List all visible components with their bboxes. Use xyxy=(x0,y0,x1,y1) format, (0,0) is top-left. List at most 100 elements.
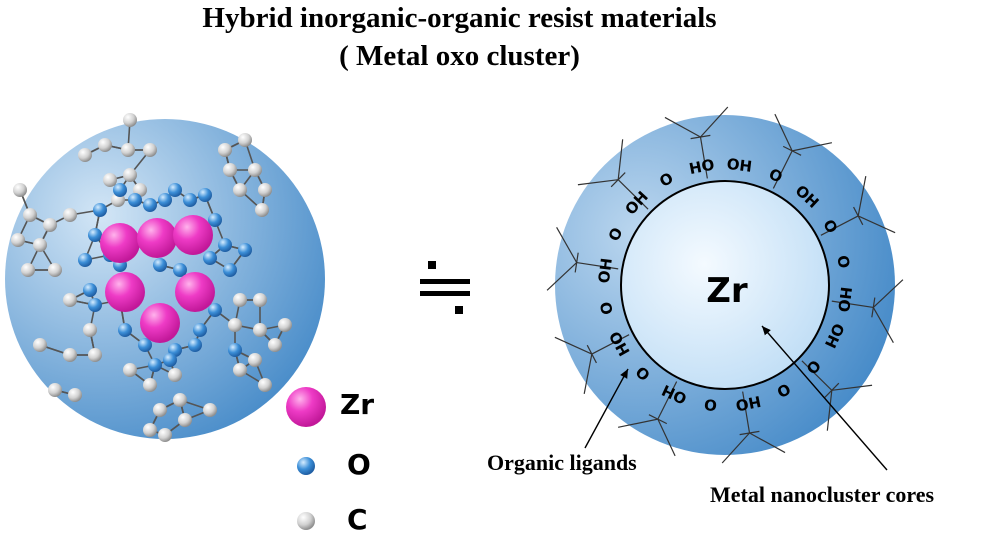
zirconium-atoms xyxy=(100,215,215,343)
carbon-atom xyxy=(178,413,192,427)
oxygen-atom xyxy=(118,323,132,337)
organic-ligands-caption: Organic ligands xyxy=(487,450,637,475)
carbon-atom xyxy=(253,323,267,337)
carbon-atom xyxy=(203,403,217,417)
title-line-1: Hybrid inorganic-organic resist material… xyxy=(202,2,717,34)
carbon-atom xyxy=(143,378,157,392)
carbon-atom xyxy=(143,423,157,437)
oxygen-atom xyxy=(78,253,92,267)
carbon-atom xyxy=(68,388,82,402)
carbon-atom xyxy=(223,163,237,177)
left-cluster-sphere xyxy=(5,119,325,439)
legend-zr-label: Zr xyxy=(340,388,375,421)
carbon-atom xyxy=(33,238,47,252)
ligand-label: O xyxy=(597,300,617,316)
legend-o-label: O xyxy=(347,448,371,481)
carbon-atom xyxy=(253,293,267,307)
oxygen-atom xyxy=(88,228,102,242)
oxygen-atom xyxy=(93,203,107,217)
legend-c-sphere xyxy=(297,512,315,530)
ligand-label: HO xyxy=(688,155,716,178)
ligands-arrow xyxy=(584,368,629,449)
left-cluster xyxy=(5,113,325,442)
carbon-atoms xyxy=(11,113,292,442)
ligand-label: HO xyxy=(834,286,855,313)
carbon-atom xyxy=(218,143,232,157)
cores-arrow xyxy=(761,325,888,471)
carbon-atom xyxy=(43,218,57,232)
carbon-atom xyxy=(248,163,262,177)
metal-cores-caption: Metal nanocluster cores xyxy=(710,482,935,507)
carbon-atom xyxy=(153,403,167,417)
legend-o-sphere xyxy=(297,457,315,475)
carbon-atom xyxy=(121,143,135,157)
oxygen-atom xyxy=(143,198,157,212)
carbon-atom xyxy=(48,263,62,277)
oxygen-atom xyxy=(228,343,242,357)
oxygen-atom xyxy=(128,193,142,207)
carbon-atom xyxy=(233,363,247,377)
oxygen-atom xyxy=(88,298,102,312)
carbon-atom xyxy=(158,428,172,442)
oxygen-atom xyxy=(138,338,152,352)
oxygen-atom xyxy=(203,251,217,265)
oxygen-atom xyxy=(198,188,212,202)
carbon-atom xyxy=(233,183,247,197)
carbon-atom xyxy=(255,203,269,217)
carbon-atom xyxy=(63,348,77,362)
oxygen-atom xyxy=(188,338,202,352)
carbon-atom xyxy=(11,233,25,247)
carbon-atom xyxy=(98,138,112,152)
oxygen-atom xyxy=(163,353,177,367)
oxygen-atom xyxy=(148,358,162,372)
oxygen-atom xyxy=(208,303,222,317)
carbon-atom xyxy=(268,338,282,352)
zr-atom xyxy=(105,272,145,312)
oxygen-atom xyxy=(183,193,197,207)
carbon-atom xyxy=(168,368,182,382)
oxygen-atom xyxy=(83,283,97,297)
legend-zr-sphere xyxy=(286,387,326,427)
oxygen-atom xyxy=(218,238,232,252)
ligand-label: O xyxy=(703,395,718,414)
oxygen-atom xyxy=(238,243,252,257)
carbon-atom xyxy=(88,348,102,362)
zr-atom xyxy=(173,215,213,255)
carbon-atom xyxy=(238,133,252,147)
carbon-atom xyxy=(143,143,157,157)
zr-atom xyxy=(100,223,140,263)
oxygen-atom xyxy=(158,193,172,207)
ligand-label: HO xyxy=(734,392,762,415)
carbon-atom xyxy=(48,383,62,397)
carbon-atom xyxy=(23,208,37,222)
ligand-label: OH xyxy=(726,155,753,176)
carbon-atom xyxy=(173,393,187,407)
carbon-atom xyxy=(33,338,47,352)
zr-atom xyxy=(140,303,180,343)
metal-core xyxy=(620,180,830,390)
carbon-atom xyxy=(63,208,77,222)
oxygen-atom xyxy=(208,213,222,227)
carbon-atom xyxy=(83,323,97,337)
oxygen-atom xyxy=(223,263,237,277)
ligand-label: OH xyxy=(595,257,616,284)
oxygen-atom xyxy=(113,183,127,197)
oxygen-atom xyxy=(193,323,207,337)
carbon-atom xyxy=(123,363,137,377)
carbon-atom xyxy=(278,318,292,332)
carbon-atom xyxy=(123,113,137,127)
carbon-atom xyxy=(233,293,247,307)
carbon-atom xyxy=(123,168,137,182)
carbon-atom xyxy=(248,353,262,367)
ligand-chains xyxy=(546,106,904,464)
ligand-label: O xyxy=(833,254,853,270)
core-label: Zr xyxy=(706,271,748,311)
carbon-atom xyxy=(228,318,242,332)
oxygen-atom xyxy=(168,183,182,197)
title-line-2: ( Metal oxo cluster) xyxy=(339,40,580,72)
carbon-atom xyxy=(13,183,27,197)
carbon-atom xyxy=(258,378,272,392)
